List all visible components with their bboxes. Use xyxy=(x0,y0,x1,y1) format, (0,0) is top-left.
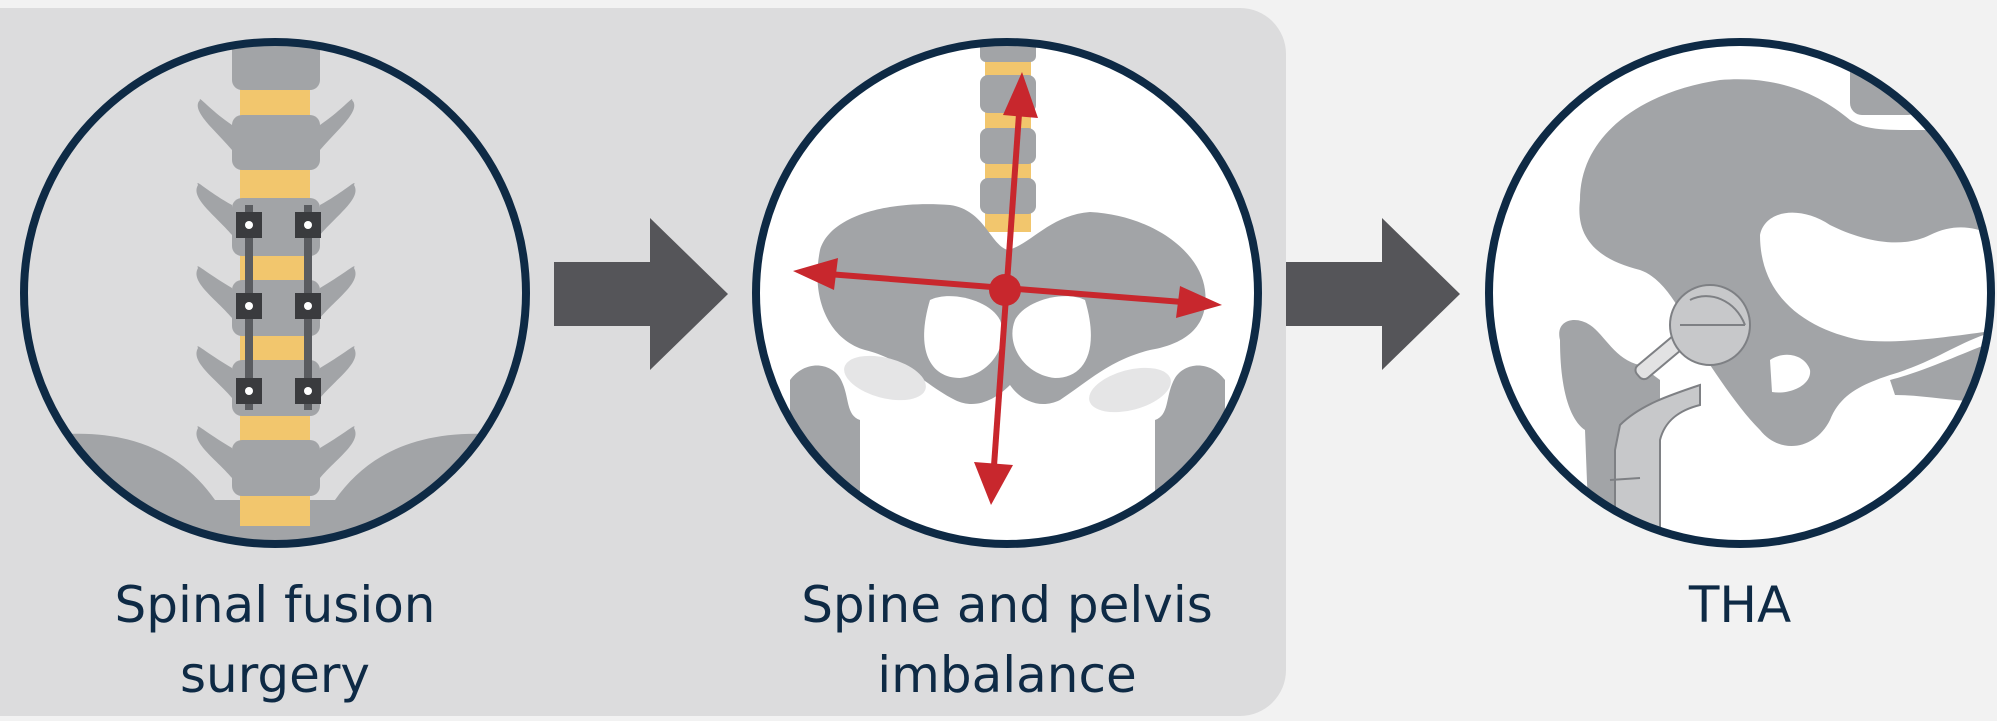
step-1-label: Spinal fusion surgery xyxy=(15,570,535,710)
step-1-label-line-2: surgery xyxy=(15,640,535,710)
step-1-label-line-1: Spinal fusion xyxy=(15,570,535,640)
step-2-label-line-2: imbalance xyxy=(747,640,1267,710)
spinal-fusion-illustration xyxy=(20,40,540,560)
step-2-label-line-1: Spine and pelvis xyxy=(747,570,1267,640)
right-arrow-icon xyxy=(1286,218,1460,370)
step-3-label: THA xyxy=(1480,570,1997,640)
step-2-label: Spine and pelvis imbalance xyxy=(747,570,1267,710)
step-3-label-line-1: THA xyxy=(1480,570,1997,640)
right-arrow-icon xyxy=(554,218,728,370)
spine-pelvis-imbalance-illustration xyxy=(756,40,1258,560)
tha-illustration xyxy=(1489,42,1997,560)
